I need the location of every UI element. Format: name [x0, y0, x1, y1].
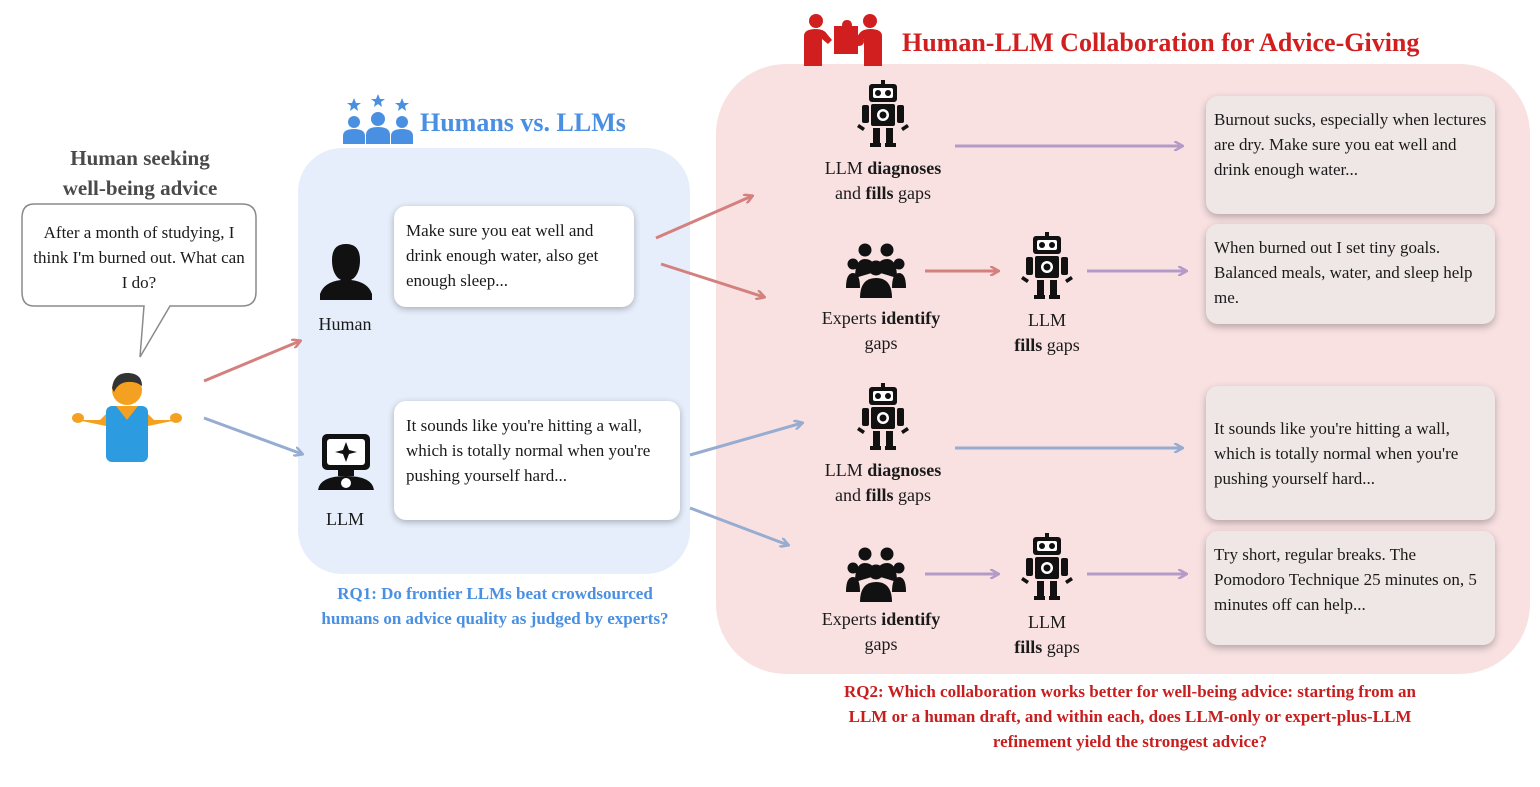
row4-gaps-word: gaps [864, 634, 898, 654]
row3-fills-word: fills [865, 485, 894, 505]
output-card-3: It sounds like you're hitting a wall, wh… [1206, 386, 1495, 520]
person-shrug-icon [72, 372, 182, 462]
output-text-1: Burnout sucks, especially when lectures … [1214, 110, 1487, 179]
llm-response-bubble: It sounds like you're hitting a wall, wh… [394, 401, 680, 520]
row3-and-word: and [834, 485, 861, 505]
row2-fills-word: fills [1014, 335, 1043, 355]
human-response-bubble: Make sure you eat well and drink enough … [394, 206, 634, 307]
seeker-title-line1: Human seeking [70, 146, 210, 170]
arrow-seeker-to-llm [203, 416, 302, 454]
robot-screen-icon [318, 434, 374, 490]
rq1-line2: humans on advice quality as judged by ex… [321, 609, 669, 628]
seeker-title-line2: well-being advice [62, 176, 218, 200]
robot-icon [855, 80, 911, 153]
human-response-text: Make sure you eat well and drink enough … [406, 221, 599, 290]
row1-diagnoses-word: diagnoses [867, 158, 942, 178]
row4-experts-label: Experts identify gaps [798, 607, 964, 657]
row4-identify-word: identify [881, 609, 941, 629]
arrow-human-to-llm-diagnose [655, 196, 752, 240]
row3-gaps-word: gaps [898, 485, 931, 505]
row3-diagnoses-word: diagnoses [867, 460, 942, 480]
experts-group-icon [846, 242, 906, 303]
row1-llm-diagnose-label: LLM diagnoses and fills gaps [800, 156, 966, 206]
seeker-title: Human seeking well-being advice [30, 143, 250, 203]
output-text-4: Try short, regular breaks. The Pomodoro … [1214, 545, 1477, 614]
row1-gaps-word: gaps [898, 183, 931, 203]
collaboration-icon [804, 14, 882, 66]
row4-llm-word: LLM [1028, 612, 1066, 632]
arrow-human-to-experts [660, 262, 764, 297]
collaboration-title: Human-LLM Collaboration for Advice-Givin… [902, 28, 1420, 57]
llm-response-text: It sounds like you're hitting a wall, wh… [406, 416, 651, 485]
speech-bubble-shape [21, 203, 257, 358]
row3-llm-diagnose-label: LLM diagnoses and fills gaps [800, 458, 966, 508]
row3-llm-word: LLM [824, 460, 863, 480]
row2-gaps-word-2: gaps [1046, 335, 1080, 355]
row4-gaps-word-2: gaps [1046, 637, 1080, 657]
rq2-line1: RQ2: Which collaboration works better fo… [844, 682, 1416, 701]
output-card-2: When burned out I set tiny goals. Balanc… [1206, 224, 1495, 324]
row2-experts-label: Experts identify gaps [798, 306, 964, 356]
rq2-text: RQ2: Which collaboration works better fo… [740, 679, 1520, 754]
seeker-question: After a month of studying, I think I'm b… [33, 223, 245, 292]
output-card-1: Burnout sucks, especially when lectures … [1206, 96, 1495, 214]
llm-label: LLM [326, 509, 364, 529]
row1-llm-word: LLM [824, 158, 863, 178]
experts-group-icon [846, 546, 906, 607]
row2-gaps-word: gaps [864, 333, 898, 353]
row4-llm-fills-label: LLM fills gaps [990, 610, 1104, 660]
robot-icon [1019, 232, 1075, 305]
output-text-2: When burned out I set tiny goals. Balanc… [1214, 238, 1473, 307]
rq2-line3: refinement yield the strongest advice? [992, 732, 1268, 751]
people-stars-icon [343, 94, 413, 144]
row4-fills-word: fills [1014, 637, 1043, 657]
human-label: Human [318, 314, 372, 334]
output-text-3: It sounds like you're hitting a wall, wh… [1214, 419, 1459, 488]
row2-experts-word: Experts [821, 308, 877, 328]
row2-llm-word: LLM [1028, 310, 1066, 330]
rq1-line1: RQ1: Do frontier LLMs beat crowdsourced [337, 584, 653, 603]
output-card-4: Try short, regular breaks. The Pomodoro … [1206, 531, 1495, 645]
arrow-llm-to-experts [689, 506, 788, 545]
rq1-text: RQ1: Do frontier LLMs beat crowdsourced … [290, 581, 700, 631]
row1-and-word: and [834, 183, 861, 203]
row1-fills-word: fills [865, 183, 894, 203]
row2-llm-fills-label: LLM fills gaps [990, 308, 1104, 358]
row2-identify-word: identify [881, 308, 941, 328]
row4-experts-word: Experts [821, 609, 877, 629]
rq2-line2: LLM or a human draft, and within each, d… [848, 707, 1412, 726]
robot-icon [855, 383, 911, 456]
robot-icon [1019, 533, 1075, 606]
arrow-seeker-to-human [203, 341, 300, 383]
human-silhouette-icon [320, 244, 372, 300]
arrow-llm-to-llm-diagnose [689, 423, 802, 457]
comparison-title: Humans vs. LLMs [420, 108, 626, 137]
